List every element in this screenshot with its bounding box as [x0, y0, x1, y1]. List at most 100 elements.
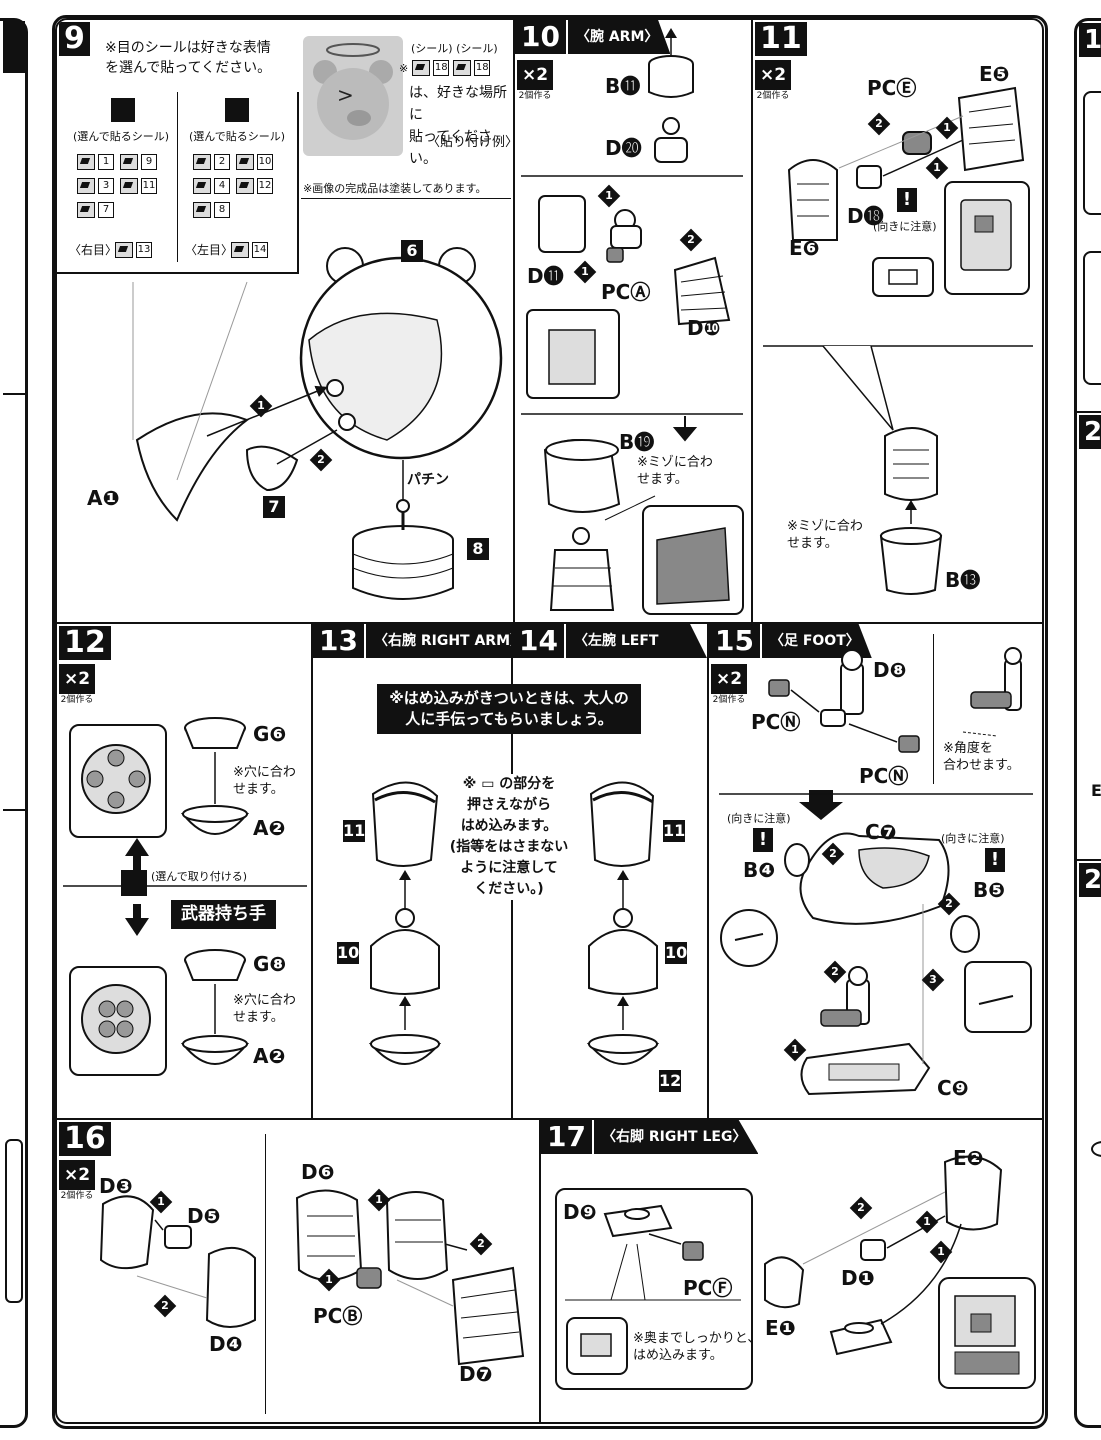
right-leg-drawing	[565, 1155, 1036, 1389]
part-d20-label: D⓴	[605, 136, 642, 160]
part-d7-label: D❼	[459, 1362, 493, 1386]
sticker-12: 12	[236, 178, 273, 194]
step-21-number: 21	[1079, 415, 1101, 449]
weapon-hand-label: 武器持ち手	[171, 900, 276, 929]
step-17-panel: 17 〈右脚 RIGHT LEG〉 D❾ PCⒻ ※奥までしっかりと、 はめ込み…	[539, 1118, 1044, 1424]
part-c9-label: C❾	[937, 1076, 969, 1100]
choose-icon	[121, 870, 147, 896]
step-18-number: 18	[1079, 23, 1101, 57]
sticker-group-a: 1 9 3 11 7	[77, 154, 177, 218]
completed-bear-photo: >	[303, 36, 403, 156]
step-marker-1: 1	[249, 394, 273, 418]
shoulder-assembly-drawing	[763, 86, 1033, 595]
hole-note-top: ※穴に合わ せます。	[233, 765, 296, 797]
part-d6-label: D❻	[301, 1160, 335, 1184]
part-g8-label: G❽	[253, 952, 287, 976]
direction-caution: (向きに注意)	[873, 220, 937, 233]
sticker-13: 13	[115, 242, 152, 258]
step-marker-2c: 2	[823, 960, 847, 984]
part-pcn-label-1: PCⓃ	[751, 710, 801, 734]
sticker-18-a: 18	[412, 60, 450, 76]
step-9-number: 9	[59, 22, 90, 56]
step-13-14-panel: 13 〈右腕 RIGHT ARM〉 14 〈左腕 LEFT ARM〉 ※はめ込み…	[311, 622, 709, 1120]
step-9-panel: 9 ※目のシールは好きな表情 を選んで貼ってください。 (選んで貼るシール) 1…	[55, 18, 515, 624]
part-d9-label: D❾	[563, 1200, 597, 1224]
part-d11-label: D⓫	[527, 264, 564, 288]
step-13-number: 13	[313, 624, 364, 658]
step-marker-1: 1	[935, 116, 959, 140]
step-10-header: 10 〈腕 ARM〉	[515, 20, 671, 54]
sticker-18-b: 18	[453, 60, 491, 76]
step-14-header: 14 〈左腕 LEFT ARM〉	[513, 624, 707, 658]
step-17-title: 〈右脚 RIGHT LEG〉	[593, 1120, 759, 1154]
choose-sticker-label-a: (選んで貼るシール)	[73, 130, 170, 143]
step-marker-2a: 2	[821, 842, 845, 866]
edge-part-label: E	[1091, 781, 1101, 800]
part-e5-label: E❺	[979, 62, 1010, 86]
right-edge-frame: 18 21 E 26	[1074, 18, 1101, 1428]
sticker-3: 3	[77, 178, 114, 194]
photo-sticker-note: は、好きな場所に 貼ってください。	[409, 85, 507, 167]
choose-attach-note: (選んで取り付ける)	[151, 870, 248, 883]
insert-fully-note: ※奥までしっかりと、 はめ込みます。	[633, 1331, 761, 1363]
step-marker-1: 1	[915, 1210, 939, 1234]
sticker-2: 2	[193, 154, 230, 170]
step-10-number: 10	[515, 20, 566, 54]
photo-sticker-caption: (シール) (シール)	[411, 42, 498, 55]
part-e6-label: E❻	[789, 236, 820, 260]
part-d5-label: D❺	[187, 1204, 221, 1228]
sticker-8: 8	[193, 202, 230, 218]
step-marker-1b: 1	[367, 1188, 391, 1212]
part-d10-label: D❿	[687, 316, 721, 340]
click-sound: パチン	[407, 472, 449, 488]
step-marker-1: 1	[783, 1038, 807, 1062]
caution-icon: !	[897, 188, 917, 212]
step-marker-2: 2	[153, 1294, 177, 1318]
step-marker-2b: 2	[937, 892, 961, 916]
step-marker-2: 2	[679, 228, 703, 252]
step-17-number: 17	[541, 1120, 592, 1154]
step-14-title: 〈左腕 LEFT ARM〉	[565, 624, 707, 658]
left-edge-frame	[0, 18, 28, 1428]
photo-example-label: 〈貼り付け例〉	[427, 135, 515, 150]
part-d18-label: D⓲	[847, 204, 884, 228]
step-13-title: 〈右腕 RIGHT ARM〉	[365, 624, 537, 658]
groove-note: ※ミゾに合わ せます。	[637, 455, 713, 487]
caution-icon-left: !	[753, 828, 773, 852]
left-eye-label: 〈左目〉	[185, 243, 234, 257]
step-marker-1b: 1	[925, 156, 949, 180]
part-box-10-left: 10	[665, 942, 688, 964]
sticker-7: 7	[77, 202, 114, 218]
part-pca-label: PCⒶ	[601, 280, 651, 304]
step-marker-2: 2	[309, 448, 333, 472]
part-d8-label: D❽	[873, 658, 907, 682]
sticker-14: 14	[231, 242, 268, 258]
part-box-11-right: 11	[343, 820, 366, 842]
sticker-4: 4	[193, 178, 230, 194]
hand-assembly-drawing	[63, 717, 307, 1065]
sticker-10: 10	[236, 154, 273, 170]
sticker-1: 1	[77, 154, 114, 170]
part-b13-label: B⓭	[945, 568, 981, 592]
svg-text:>: >	[337, 83, 354, 107]
arm-join-drawing	[368, 781, 660, 1065]
part-box-12-left: 12	[659, 1070, 682, 1092]
head-assembly-drawing	[132, 247, 503, 600]
step-15-number: 15	[709, 624, 760, 658]
direction-caution-right: (向きに注意)	[941, 832, 1005, 845]
part-pcb-label: PCⒷ	[313, 1304, 363, 1328]
step-17-header: 17 〈右脚 RIGHT LEG〉	[541, 1120, 759, 1154]
eye-sticker-note: ※目のシールは好きな表情 を選んで貼ってください。	[105, 40, 272, 76]
step-marker-2: 2	[849, 1196, 873, 1220]
part-box-8: 8	[467, 538, 489, 560]
part-d1-label: D❶	[841, 1266, 875, 1290]
step-10-title: 〈腕 ARM〉	[567, 20, 671, 54]
part-box-7: 7	[263, 496, 285, 518]
part-box-10-right: 10	[337, 942, 360, 964]
choose-icon-b	[225, 98, 249, 122]
